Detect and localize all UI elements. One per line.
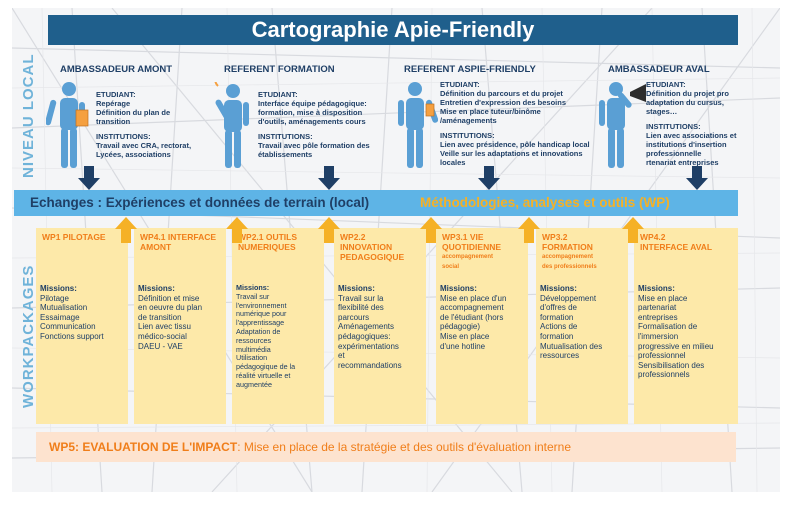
- missions-head: Missions:: [440, 284, 477, 293]
- student-head: ETUDIANT:: [96, 90, 136, 99]
- exchange-wp-label: Méthodologies, analyses et outils (WP): [420, 195, 670, 210]
- role-text-referent-formation: ETUDIANT: Interface équipe pédagogique: …: [258, 90, 388, 159]
- institutions-head: INSTITUTIONS:: [96, 132, 151, 141]
- institutions-head: INSTITUTIONS:: [258, 132, 313, 141]
- wp-title-text: WP2.2 INNOVATION PEDAGOGIQUE: [340, 232, 405, 262]
- side-label-local: NIVEAU LOCAL: [20, 53, 37, 179]
- wp5-description: : Mise en place de la stratégie et des o…: [237, 440, 572, 454]
- missions-head: Missions:: [40, 284, 77, 293]
- wp-missions: Missions:Mise en place partenariat entre…: [638, 284, 714, 380]
- missions-text: Travail sur la flexibilité des parcours …: [338, 293, 402, 370]
- role-title-referent-formation: REFERENT FORMATION: [224, 64, 335, 75]
- up-arrow-icon: [318, 217, 340, 243]
- wp-title: WP2.2 INNOVATION PEDAGOGIQUE: [340, 232, 404, 262]
- wp5-bar: [36, 432, 736, 462]
- institutions-text: Travail avec pôle formation des établiss…: [258, 141, 370, 159]
- wp-title: WP4.1 INTERFACE AMONT: [140, 232, 216, 252]
- missions-text: Développement d'offres de formation Acti…: [540, 293, 603, 361]
- institutions-text: Lien avec associations et institutions d…: [646, 131, 737, 167]
- page-title: Cartographie Apie-Friendly: [48, 15, 738, 45]
- up-arrow-icon: [420, 217, 442, 243]
- wp-box-wp3-2: WP3.2 FORMATION accompagnement des profes…: [536, 228, 628, 424]
- exchange-bar: [14, 190, 738, 216]
- wp-box-wp1: WP1 PILOTAGE Missions:Pilotage Mutualisa…: [36, 228, 128, 424]
- wp-missions: Missions:Travail sur l'environnement num…: [236, 283, 296, 390]
- wp-missions: Missions:Développement d'offres de forma…: [540, 284, 602, 361]
- student-head: ETUDIANT:: [646, 80, 686, 89]
- wp5-text: WP5: EVALUATION DE L'IMPACT: Mise en pla…: [49, 440, 571, 454]
- missions-head: Missions:: [236, 283, 270, 292]
- person-with-document-icon: [46, 82, 89, 168]
- missions-text: Travail sur l'environnement numérique po…: [236, 291, 296, 389]
- wp-missions: Missions:Définition et mise en oeuvre du…: [138, 284, 202, 351]
- wp-missions: Missions:Mise en place d'un accompagneme…: [440, 284, 506, 351]
- student-head: ETUDIANT:: [440, 80, 480, 89]
- missions-text: Pilotage Mutualisation Essaimage Communi…: [40, 293, 104, 341]
- institutions-text: Lien avec présidence, pôle handicap loca…: [440, 140, 590, 167]
- down-arrow-icon: [478, 166, 500, 190]
- missions-text: Mise en place d'un accompagnement de l'é…: [440, 293, 507, 351]
- person-thinking-icon: [214, 82, 249, 168]
- up-arrow-icon: [226, 217, 248, 243]
- side-label-workpackages: WORKPACKAGES: [20, 264, 37, 408]
- missions-text: Mise en place partenariat entreprises Fo…: [638, 293, 714, 380]
- missions-head: Missions:: [540, 284, 577, 293]
- institutions-head: INSTITUTIONS:: [440, 131, 495, 140]
- wp-title-text: WP4.1 INTERFACE AMONT: [140, 232, 217, 252]
- up-arrow-icon: [622, 217, 644, 243]
- wp-title-text: WP3.2 FORMATION: [542, 232, 593, 252]
- down-arrow-icon: [318, 166, 340, 190]
- institutions-text: Travail avec CRA, rectorat, Lycées, asso…: [96, 141, 192, 159]
- student-text: Définition du parcours et du projet Entr…: [440, 89, 566, 125]
- down-arrow-icon: [78, 166, 100, 190]
- wp-subtitle: accompagnement social: [442, 254, 494, 270]
- role-text-referent-aspie-friendly: ETUDIANT: Définition du parcours et du p…: [440, 80, 600, 167]
- wp-title: WP3.1 VIE QUOTIDIENNE accompagnement soci…: [442, 232, 501, 272]
- up-arrow-icon: [115, 217, 137, 243]
- wp-box-wp4-2: WP4.2 INTERFACE AVAL Missions:Mise en pl…: [634, 228, 738, 424]
- missions-text: Définition et mise en oeuvre du plan de …: [138, 293, 203, 351]
- role-title-referent-aspie-friendly: REFERENT ASPIE-FRIENDLY: [404, 64, 536, 75]
- wp-box-wp3-1: WP3.1 VIE QUOTIDIENNE accompagnement soci…: [436, 228, 528, 424]
- wp5-head: WP5: EVALUATION DE L'IMPACT: [49, 440, 238, 454]
- person-with-tablet-icon: [398, 82, 438, 168]
- role-text-ambassadeur-amont: ETUDIANT: Repérage Définition du plan de…: [96, 90, 206, 159]
- student-head: ETUDIANT:: [258, 90, 298, 99]
- missions-head: Missions:: [138, 284, 175, 293]
- missions-head: Missions:: [638, 284, 675, 293]
- wp-box-wp2-2: WP2.2 INNOVATION PEDAGOGIQUE Missions:Tr…: [334, 228, 426, 424]
- missions-head: Missions:: [338, 284, 375, 293]
- up-arrow-icon: [518, 217, 540, 243]
- wp-missions: Missions:Travail sur la flexibilité des …: [338, 284, 402, 370]
- role-title-ambassadeur-amont: AMBASSADEUR AMONT: [60, 64, 173, 75]
- wp-title: WP2.1 OUTILS NUMERIQUES: [238, 232, 297, 252]
- wp-box-wp4-1: WP4.1 INTERFACE AMONT Missions:Définitio…: [134, 228, 226, 424]
- wp-title-text: WP4.2 INTERFACE AVAL: [640, 232, 713, 252]
- wp-box-wp2-1: WP2.1 OUTILS NUMERIQUES Missions:Travail…: [232, 228, 324, 424]
- down-arrow-icon: [686, 166, 708, 190]
- student-text: Interface équipe pédagogique: formation,…: [258, 99, 367, 126]
- student-text: Repérage Définition du plan de transitio…: [96, 99, 171, 126]
- wp-title-text: WP1 PILOTAGE: [42, 232, 106, 242]
- wp-title: WP1 PILOTAGE: [42, 232, 106, 242]
- student-text: Définition du projet pro adaptation du c…: [646, 89, 729, 116]
- wp-title-text: WP3.1 VIE QUOTIDIENNE: [442, 232, 502, 252]
- wp-title-text: WP2.1 OUTILS NUMERIQUES: [238, 232, 298, 252]
- role-text-ambassadeur-aval: ETUDIANT: Définition du projet pro adapt…: [646, 80, 756, 167]
- exchange-local-label: Echanges : Expériences et données de ter…: [30, 195, 370, 210]
- wp-subtitle: accompagnement des professionnels: [542, 254, 597, 270]
- role-title-ambassadeur-aval: AMBASSADEUR AVAL: [608, 64, 710, 75]
- institutions-head: INSTITUTIONS:: [646, 122, 701, 131]
- person-with-megaphone-icon: [599, 82, 646, 168]
- wp-missions: Missions:Pilotage Mutualisation Essaimag…: [40, 284, 104, 342]
- wp-title: WP3.2 FORMATION accompagnement des profes…: [542, 232, 597, 272]
- wp-title: WP4.2 INTERFACE AVAL: [640, 232, 712, 252]
